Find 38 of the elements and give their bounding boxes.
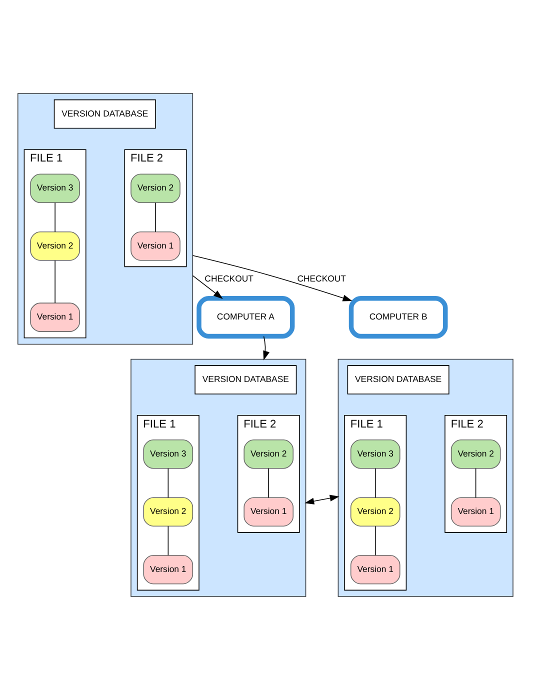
arrow <box>263 336 270 360</box>
connector <box>54 202 56 232</box>
cluster <box>130 358 306 597</box>
node-box: Version 1 <box>350 554 400 584</box>
connector <box>168 468 169 498</box>
node-box: Version 2 <box>244 440 294 469</box>
node-box: Version 1 <box>244 497 294 527</box>
node-box: COMPUTER A <box>196 296 295 339</box>
node-box: Version 2 <box>350 497 400 527</box>
connector <box>268 468 269 498</box>
node-box: Version 3 <box>143 440 194 469</box>
node-box: Version 2 <box>130 174 180 204</box>
node-box: VERSION DATABASE <box>54 99 156 129</box>
node-box: Version 2 <box>30 232 80 261</box>
cluster <box>17 93 194 345</box>
node-box: VERSION DATABASE <box>347 365 450 394</box>
cluster <box>338 358 514 597</box>
connector <box>374 526 376 556</box>
node-box: VERSION DATABASE <box>194 365 297 394</box>
node-box: Version 1 <box>143 554 194 584</box>
connector <box>475 468 476 498</box>
edge-label: CHECKOUT <box>204 274 254 284</box>
node-box: COMPUTER B <box>348 296 448 339</box>
arrow <box>192 255 352 302</box>
edge-label: CHECKOUT <box>297 274 346 284</box>
connector <box>54 260 56 304</box>
node-box: Version 1 <box>450 497 501 527</box>
connector <box>155 202 156 232</box>
connector <box>374 468 376 498</box>
arrow <box>304 494 340 504</box>
connector <box>168 526 169 556</box>
node-box: Version 2 <box>450 440 501 469</box>
node-box: Version 1 <box>30 302 80 332</box>
node-box: Version 3 <box>30 174 80 204</box>
node-box: Version 1 <box>130 232 180 261</box>
node-box: Version 2 <box>143 497 194 527</box>
node-box: Version 3 <box>350 440 400 469</box>
arrow <box>192 275 223 299</box>
